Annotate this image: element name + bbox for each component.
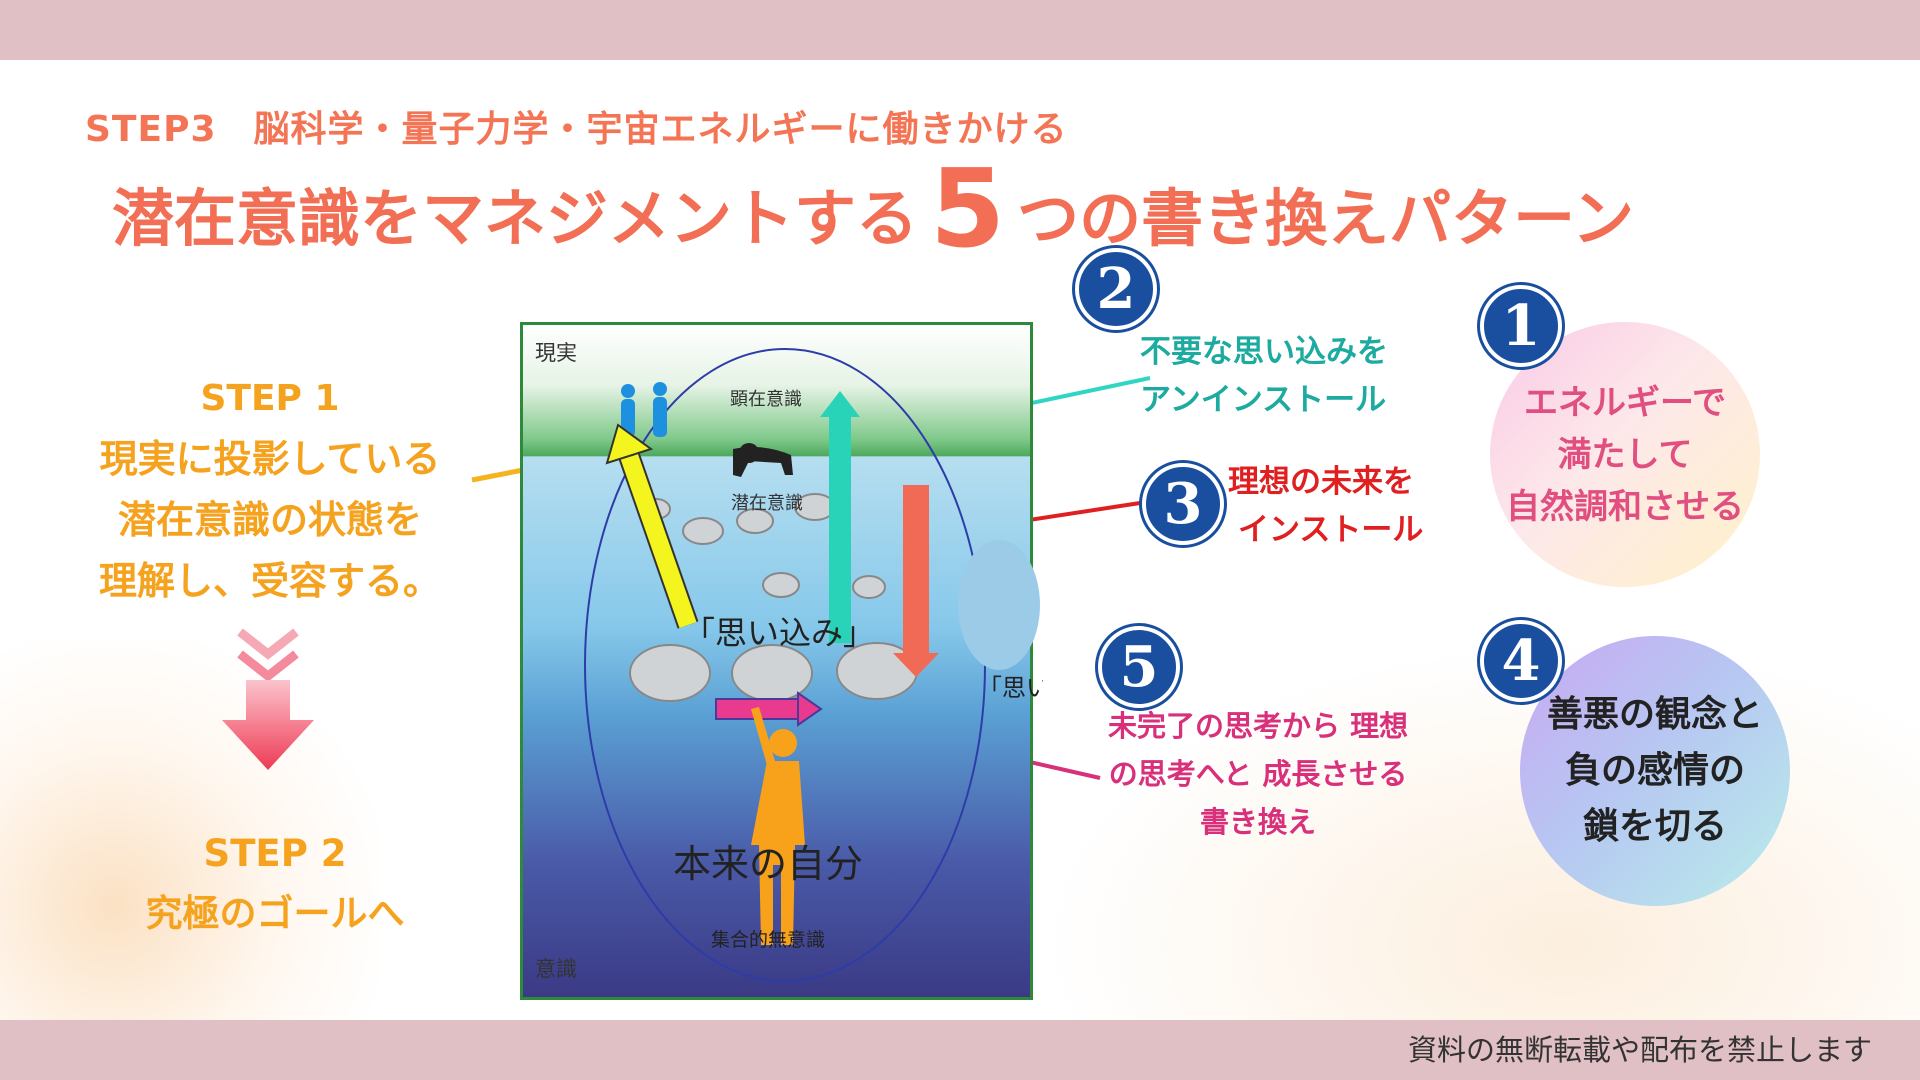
annotation-uninstall: 不要な思い込みを アンインストール — [1140, 328, 1388, 424]
genjitsu-label: 現実 — [535, 341, 577, 365]
step1-label: STEP 1 — [200, 378, 340, 419]
step1-line-3: 理解し、受容する。 — [98, 559, 441, 603]
kenzai-ishiki-label: 顕在意識 — [730, 389, 802, 410]
top-band — [0, 0, 1920, 60]
diagram-graphics — [584, 348, 986, 982]
chain-cut-bubble: 善悪の観念と 負の感情の 鎖を切る — [1520, 636, 1790, 906]
number-1-badge: 1 — [1480, 285, 1562, 367]
step2-label: STEP 2 — [203, 832, 347, 875]
omoikomi-label: 「思い込み」 — [683, 614, 876, 652]
ishiki-label: 意識 — [535, 957, 577, 981]
title-number: 5 — [930, 147, 1006, 272]
bubble-1-line-2: 満たして — [1557, 434, 1693, 475]
annotation-2-line-1: 不要な思い込みを — [1140, 334, 1388, 370]
side-omoikomi-text: 「思い込み」 — [978, 674, 1043, 702]
title-text-before: 潜在意識をマネジメントする — [112, 182, 919, 255]
annotation-5-line-2: の思考へと 成長させる — [1108, 757, 1408, 791]
step1-line-1: 現実に投影している — [99, 437, 441, 481]
step2-block: STEP 2 究極のゴールへ — [110, 824, 440, 944]
copyright-notice: 資料の無断転載や配布を禁止します — [1407, 1033, 1872, 1067]
kneeling-person-icon — [733, 443, 793, 477]
consciousness-diagram: 現実 顕在意識 潜在意識 「思い込み」 本来の自分 集合的無意識 意識 — [520, 322, 1033, 1000]
title-text-after: つの書き換えパターン — [1017, 182, 1635, 255]
number-2-badge: 2 — [1075, 248, 1157, 330]
glitter-background-left — [0, 640, 380, 1020]
number-3-badge: 3 — [1142, 463, 1224, 545]
number-5-badge: 5 — [1098, 626, 1180, 708]
honrai-jibun-label: 本来の自分 — [673, 842, 864, 886]
red-down-arrow-icon — [893, 485, 939, 677]
slide-subtitle: STEP3 脳科学・量子力学・宇宙エネルギーに働きかける — [85, 109, 1068, 150]
bubble-1-line-1: エネルギーで — [1524, 382, 1726, 423]
yellow-arrow-icon — [605, 423, 699, 629]
step2-text: 究極のゴールへ — [145, 892, 405, 935]
annotation-5-line-3: 書き換え — [1200, 805, 1317, 839]
bubble-4-line-3: 鎖を切る — [1582, 806, 1727, 847]
annotation-5-line-1: 未完了の思考から 理想 — [1108, 709, 1409, 743]
number-4-badge: 4 — [1480, 620, 1562, 702]
true-self-person-icon — [751, 707, 805, 945]
teal-up-arrow-icon — [820, 391, 860, 643]
step1-block: STEP 1 現実に投影している 潜在意識の状態を 理解し、受容する。 — [80, 368, 460, 612]
side-bubble-shape — [958, 540, 1040, 670]
step1-line-2: 潜在意識の状態を — [117, 498, 422, 542]
people-icon — [621, 382, 667, 437]
senzai-ishiki-label: 潜在意識 — [731, 493, 803, 514]
energy-bubble: エネルギーで 満たして 自然調和させる — [1490, 322, 1760, 587]
annotation-rewrite: 未完了の思考から 理想 の思考へと 成長させる 書き換え — [1108, 702, 1408, 846]
down-arrow-icon — [222, 628, 314, 770]
bubble-1-line-3: 自然調和させる — [1506, 486, 1744, 527]
annotation-install: 理想の未来を インストール — [1228, 458, 1423, 554]
bottom-band — [0, 1020, 1920, 1080]
bubble-4-line-2: 負の感情の — [1564, 750, 1745, 791]
bubble-4-line-1: 善悪の観念と — [1546, 694, 1763, 735]
shugouteki-muishiki-label: 集合的無意識 — [711, 929, 826, 951]
annotation-2-line-2: アンインストール — [1140, 382, 1387, 418]
annotation-3-line-1: 理想の未来を — [1228, 464, 1414, 500]
annotation-3-line-2: インストール — [1238, 512, 1424, 548]
